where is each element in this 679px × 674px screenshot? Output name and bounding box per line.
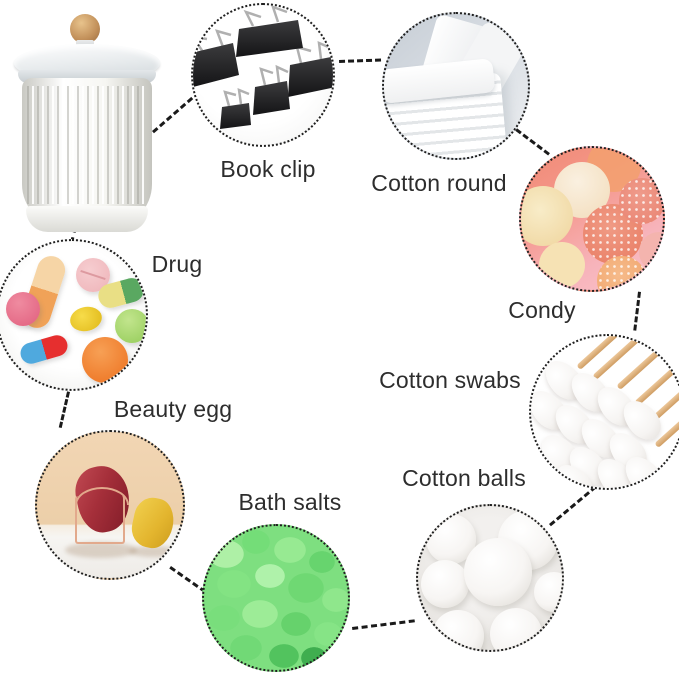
cotton-ball	[464, 538, 532, 606]
connector-cottonswabs-cottonballs	[549, 485, 597, 527]
cotton-ball	[421, 560, 469, 608]
connector-condy-cottonswabs	[633, 291, 641, 331]
gummy-candy	[539, 242, 585, 288]
canister-ribs	[27, 86, 147, 204]
label-condy: Condy	[508, 297, 576, 323]
connector-beautyegg-bathsalts	[169, 566, 207, 594]
label-beauty-egg: Beauty egg	[113, 396, 233, 422]
connector-drug-beautyegg	[58, 391, 70, 429]
capsule-red-blue	[18, 332, 70, 367]
label-cotton-round: Cotton round	[371, 170, 507, 196]
photo-circle-cotton-round	[382, 12, 530, 160]
cotton-ball	[490, 608, 542, 650]
canister-product-photo	[12, 10, 174, 240]
photo-circle-beauty-egg	[35, 430, 185, 580]
photo-circle-cotton-balls	[416, 504, 564, 652]
photo-circle-cotton-swabs	[529, 334, 679, 490]
gummy-candy	[583, 204, 643, 264]
pill-green	[115, 309, 146, 343]
gummy-candy	[521, 186, 573, 246]
gel-pill-yellow	[67, 303, 105, 335]
gummy-candy	[597, 256, 647, 290]
makeup-sponge-yellow	[128, 494, 178, 552]
binder-clips-illustration	[193, 5, 333, 129]
sponge-shadow	[65, 542, 137, 558]
gummy-candy	[619, 178, 663, 224]
photo-circle-bath-salts	[202, 524, 350, 672]
swab-stick	[616, 336, 679, 391]
pill-pink	[6, 292, 40, 326]
gummy-candy	[639, 232, 663, 272]
cotton-ball	[534, 572, 562, 612]
sponge-stand	[75, 487, 129, 544]
label-book-clip: Book clip	[220, 156, 316, 182]
connector-bookclip-cottonround	[339, 58, 382, 63]
cotton-ball	[432, 610, 484, 650]
sponge-shadow	[129, 546, 177, 557]
label-bath-salts: Bath salts	[238, 489, 342, 515]
wooden-knob	[70, 14, 100, 44]
label-cotton-balls: Cotton balls	[402, 465, 526, 491]
photo-circle-drug	[0, 239, 148, 391]
photo-circle-book-clip	[191, 3, 335, 147]
label-drug: Drug	[151, 251, 203, 277]
connector-cottonballs-bathsalts	[352, 619, 415, 630]
label-cotton-swabs: Cotton swabs	[379, 367, 521, 393]
canister-base	[26, 206, 148, 232]
photo-circle-condy	[519, 146, 665, 292]
pill-orange	[82, 337, 128, 383]
